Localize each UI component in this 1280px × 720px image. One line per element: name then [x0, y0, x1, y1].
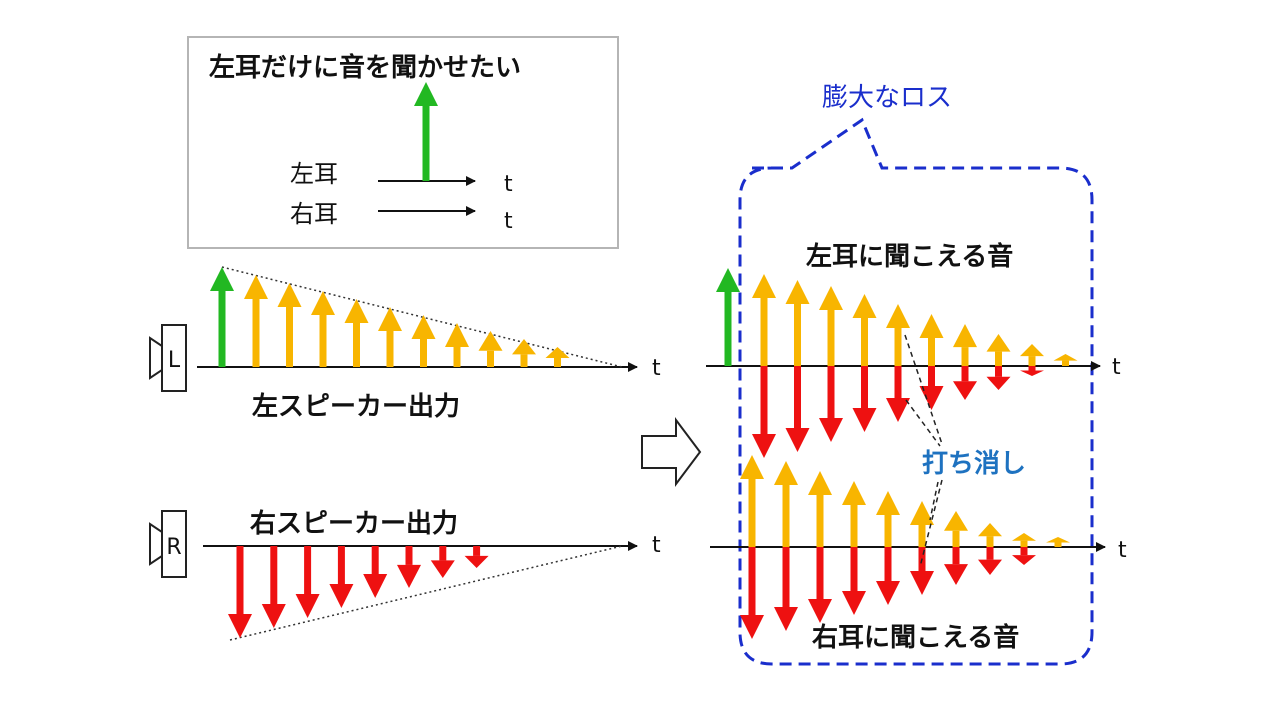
left-ear-orange-pulse-7 [953, 324, 977, 366]
right-ear-orange-pulse-5 [876, 491, 900, 547]
right-speaker-body [161, 510, 187, 578]
right-ear-result-panel: t 右耳に聞こえる音 [710, 455, 1127, 653]
right-ear-red-pulse-7 [944, 547, 968, 585]
right-red-pulse-5 [363, 546, 388, 598]
left-ear-red-pulse-9 [1020, 366, 1044, 376]
right-ear-orange-pulse-9 [1012, 533, 1036, 547]
left-speaker-letter: L [168, 348, 181, 373]
left-orange-pulse-6 [411, 315, 436, 367]
right-ear-red-pulse-3 [808, 547, 832, 623]
left-ear-red-pulse-8 [986, 366, 1011, 390]
right-ear-orange-pulse-7 [944, 511, 968, 547]
right-ear-orange-pulse-4 [842, 481, 866, 547]
right-ear-red-pulse-5 [876, 547, 900, 605]
left-decay-envelope [221, 266, 623, 368]
left-ear-red-pulse-4 [852, 366, 877, 432]
left-ear-orange-pulse-2 [785, 280, 810, 366]
left-orange-pulse-10 [545, 347, 570, 367]
right-ear-red-pulse-4 [842, 547, 866, 615]
legend-right-t-label: t [504, 209, 513, 234]
legend-title: 左耳だけに音を聞かせたい [209, 52, 521, 83]
left-ear-orange-pulse-9 [1020, 344, 1044, 366]
transition-arrow-icon [641, 417, 702, 487]
right-ear-t-label: t [1118, 538, 1127, 563]
left-speaker-icon [149, 336, 163, 380]
left-ear-green-pulse [716, 268, 740, 366]
left-ear-red-pulse-3 [819, 366, 843, 442]
right-ear-orange-pulse-6 [910, 501, 934, 547]
legend-left-t-label: t [504, 172, 513, 197]
right-ear-red-pulse-9 [1012, 547, 1036, 565]
right-speaker-caption: 右スピーカー出力 [250, 509, 458, 539]
right-ear-red-pulse-2 [774, 547, 798, 631]
left-output-t-label: t [652, 356, 661, 381]
right-output-t-label: t [652, 533, 661, 558]
left-ear-red-pulse-6 [919, 366, 944, 410]
right-ear-orange-pulse-10 [1046, 537, 1070, 547]
legend-right-ear-label: 右耳 [290, 200, 338, 228]
legend-box: 左耳だけに音を聞かせたい 左耳 右耳 t t [187, 36, 619, 249]
cancellation-annotation: 打ち消し [904, 334, 1026, 568]
right-ear-caption: 右耳に聞こえる音 [812, 622, 1019, 653]
left-ear-orange-pulse-5 [886, 304, 910, 366]
left-orange-pulse-1 [244, 275, 268, 367]
left-ear-t-label: t [1112, 355, 1121, 380]
right-red-pulse-8 [464, 546, 489, 568]
left-orange-pulse-5 [378, 307, 402, 367]
left-orange-pulse-4 [344, 299, 369, 367]
right-ear-red-pulse-8 [978, 547, 1002, 575]
cancel-leader-upper-b [905, 399, 941, 447]
left-orange-pulse-3 [311, 291, 335, 367]
right-speaker-letter: R [166, 535, 181, 560]
left-ear-result-panel: 左耳に聞こえる音 t [706, 241, 1121, 458]
left-speaker-panel: L t 左スピーカー出力 [149, 266, 661, 422]
legend-border [187, 36, 619, 249]
legend-left-ear-label: 左耳 [290, 160, 338, 188]
right-red-pulse-2 [261, 546, 286, 628]
loss-label: 膨大なロス [822, 83, 952, 113]
left-orange-pulse-9 [512, 339, 536, 367]
left-orange-pulse-2 [277, 283, 302, 367]
right-speaker-icon [149, 522, 163, 566]
left-ear-red-pulse-1 [752, 366, 776, 458]
right-red-pulse-6 [397, 546, 421, 588]
cancel-leader-upper-a [904, 334, 943, 445]
left-orange-pulse-7 [445, 323, 469, 367]
left-ear-red-pulse-2 [785, 366, 810, 452]
right-ear-orange-pulse-3 [808, 471, 832, 547]
left-ear-orange-pulse-8 [986, 334, 1011, 366]
right-speaker-panel: R t 右スピーカー出力 [149, 509, 661, 641]
right-ear-orange-pulse-1 [740, 455, 764, 547]
left-ear-orange-pulse-3 [819, 286, 843, 366]
right-red-pulse-3 [295, 546, 320, 618]
cancel-leader-lower-a [919, 479, 943, 568]
right-red-pulse-1 [228, 546, 252, 638]
left-orange-pulse-8 [478, 331, 503, 367]
legend-green-impulse [414, 82, 438, 181]
left-ear-orange-pulse-4 [852, 294, 877, 366]
left-ear-red-pulse-7 [953, 366, 977, 400]
left-ear-orange-pulse-10 [1053, 354, 1078, 366]
left-ear-caption: 左耳に聞こえる音 [806, 241, 1013, 272]
right-decay-envelope [229, 545, 623, 641]
left-ear-red-pulse-5 [886, 366, 910, 422]
left-speaker-body [161, 324, 187, 392]
right-red-pulse-4 [329, 546, 354, 608]
left-green-pulse [210, 267, 234, 367]
cancel-label: 打ち消し [922, 449, 1026, 479]
right-ear-red-pulse-1 [740, 547, 764, 639]
right-red-pulse-7 [430, 546, 455, 578]
cancel-leader-lower-b [929, 481, 939, 521]
left-ear-orange-pulse-6 [919, 314, 944, 366]
right-ear-red-pulse-6 [910, 547, 934, 595]
right-ear-orange-pulse-8 [978, 523, 1002, 547]
left-ear-orange-pulse-1 [752, 274, 776, 366]
left-speaker-caption: 左スピーカー出力 [252, 392, 460, 422]
right-ear-orange-pulse-2 [774, 461, 798, 547]
